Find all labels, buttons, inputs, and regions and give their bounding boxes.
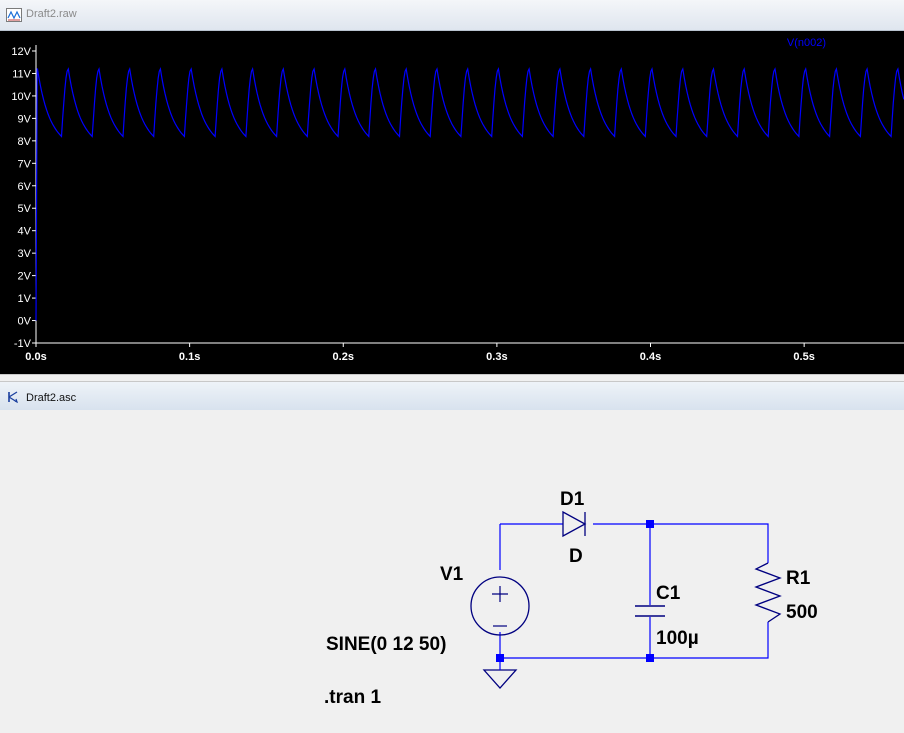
- x-tick-label: 0.5s: [793, 351, 814, 363]
- v1-value-label[interactable]: SINE(0 12 50): [326, 634, 446, 655]
- y-tick-label: 12V: [11, 46, 31, 58]
- c1-name-label[interactable]: C1: [656, 583, 681, 604]
- x-tick-label: 0.3s: [486, 351, 507, 363]
- trace-label[interactable]: V(n002): [787, 37, 826, 49]
- junction-dot: [646, 654, 654, 662]
- d1-name-label[interactable]: D1: [560, 489, 585, 510]
- voltage-source-v1[interactable]: [470, 576, 530, 636]
- pane-splitter[interactable]: [0, 374, 904, 382]
- y-tick-label: 4V: [18, 226, 32, 238]
- r1-value-label[interactable]: 500: [786, 602, 818, 623]
- plot-window-titlebar[interactable]: Draft2.raw: [0, 0, 904, 31]
- y-tick-label: 7V: [18, 158, 32, 170]
- resistor-r1[interactable]: [754, 562, 782, 623]
- plot-axes: [35, 45, 904, 344]
- v1-name-label[interactable]: V1: [440, 564, 464, 585]
- junction-dot: [496, 654, 504, 662]
- x-tick-label: 0.2s: [333, 351, 354, 363]
- schematic-window-title: Draft2.asc: [26, 392, 77, 404]
- schematic-editor-pane[interactable]: D1 D V1 SINE(0 12 50) C1 100µ R1 500 .tr…: [0, 410, 904, 733]
- schematic-window-titlebar[interactable]: Draft2.asc: [0, 382, 904, 411]
- y-tick-label: 10V: [11, 91, 31, 103]
- plot-window-title: Draft2.raw: [26, 8, 77, 20]
- wire-d1-to-r1[interactable]: [593, 523, 769, 563]
- wire-ground-rail[interactable]: [499, 622, 769, 659]
- waveform-chart[interactable]: 12V 11V 10V 9V 8V 7V 6V 5V 4V 3V 2V 1V 0V -1V0.0s 0.1s…: [0, 31, 904, 374]
- y-tick-label: 11V: [12, 68, 31, 80]
- y-tick-label: -1V: [14, 338, 32, 350]
- y-tick-label: 3V: [18, 248, 32, 260]
- wires: [499, 523, 769, 659]
- waveform-window-icon: [6, 8, 22, 22]
- x-tick-label: 0.0s: [25, 351, 46, 363]
- y-tick-label: 6V: [18, 181, 32, 193]
- ground-icon[interactable]: [482, 669, 518, 689]
- diode-d1[interactable]: [562, 510, 587, 538]
- y-tick-label: 1V: [18, 293, 32, 305]
- trace-v-n002[interactable]: [35, 67, 904, 321]
- y-tick-label: 8V: [18, 136, 32, 148]
- d1-value-label[interactable]: D: [569, 546, 583, 567]
- junction-dot: [646, 520, 654, 528]
- spice-directive[interactable]: .tran 1: [324, 687, 381, 708]
- y-tick-label: 2V: [18, 271, 32, 283]
- schematic-canvas[interactable]: D1 D V1 SINE(0 12 50) C1 100µ R1 500 .tr…: [0, 410, 904, 733]
- y-tick-label: 0V: [18, 316, 32, 328]
- c1-value-label[interactable]: 100µ: [656, 628, 699, 649]
- y-tick-label: 5V: [18, 203, 32, 215]
- y-tick-label: 9V: [18, 113, 32, 125]
- x-tick-label: 0.1s: [179, 351, 200, 363]
- x-tick-label: 0.4s: [640, 351, 661, 363]
- plot-ticks: 12V 11V 10V 9V 8V 7V 6V 5V 4V 3V 2V 1V 0V -1V0.0s 0.1s…: [11, 46, 814, 363]
- wire-v1-to-d1[interactable]: [499, 523, 563, 570]
- r1-name-label[interactable]: R1: [786, 568, 811, 589]
- capacitor-c1[interactable]: [635, 605, 665, 617]
- schematic-window-icon: [8, 391, 19, 404]
